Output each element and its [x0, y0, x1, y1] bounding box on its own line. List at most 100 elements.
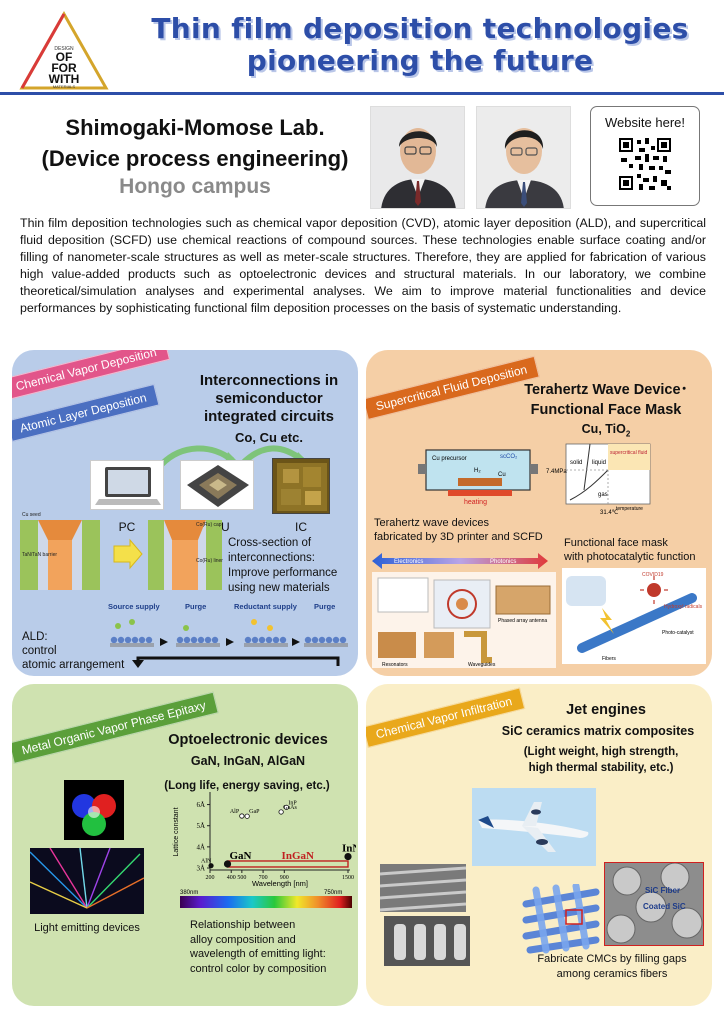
phase-supercritical: supercritical fluid: [610, 450, 647, 456]
light-beams-image: [30, 848, 144, 914]
scfd-heading: Terahertz Wave Device･ Functional Face M…: [506, 380, 706, 420]
micrograph-fibers-image: [380, 864, 466, 912]
logo-for: FOR: [51, 61, 77, 75]
chart-point: [208, 863, 214, 869]
thz-waveguides: Waveguides: [468, 662, 496, 668]
reactor-cu: Cu: [498, 472, 506, 478]
chart-ytick-label: 3Å: [196, 865, 205, 873]
cvd-heading: Interconnections in semiconductor integr…: [184, 372, 354, 426]
chart-point-label: GaP: [249, 809, 260, 815]
spectrum-380: 380nm: [180, 890, 198, 896]
label-coated-sic: Coated SiC: [643, 902, 686, 911]
label-cap: Co(Ru) cap: [196, 522, 222, 528]
scfd-subheading-text: Cu, TiO: [581, 422, 626, 436]
phase-solid: solid: [570, 460, 582, 466]
cvd-heading-line1: Interconnections in: [199, 372, 339, 389]
chart-point-label: InN: [342, 843, 356, 855]
campus-label: Hongo campus: [119, 175, 271, 198]
poster-title-line2: pioneering the future: [246, 44, 594, 77]
lab-name: Shimogaki-Momose Lab. (Device process en…: [20, 112, 370, 174]
chart-point: [278, 809, 284, 815]
chart-xlabel: Wavelength [nm]: [252, 879, 308, 888]
chart-point: [283, 804, 290, 810]
chart-ytick-label: 6Å: [196, 801, 205, 809]
title-divider: [0, 92, 724, 95]
professor-photo-1: [370, 106, 465, 209]
terahertz-caption: Terahertz wave devices fabricated by 3D …: [374, 516, 554, 544]
scfd-panel: Supercritical Fluid Deposition Terahertz…: [366, 350, 712, 676]
woven-fibers-illustration: [522, 884, 600, 954]
chart-xtick-label: 900: [280, 875, 289, 881]
thz-resonators: Resonators: [382, 662, 408, 668]
step-reductant-supply: Reductant supply: [234, 602, 297, 611]
chart-xtick-label: 500: [237, 875, 246, 881]
reactor-medium: scCO₂: [500, 454, 518, 460]
interconnect-cross-section-diagram: Cu seed TaN/TaN barrier Co(Ru) cap Co(Ru…: [20, 512, 223, 590]
cvi-heading: Jet engines: [566, 702, 646, 718]
cvi-caption-line1: Fabricate CMCs by filling gaps: [537, 953, 687, 965]
reactor-heating: heating: [464, 499, 487, 506]
thz-phased-array: Phased array antenna: [498, 618, 547, 624]
reactor-h2: H₂: [474, 468, 481, 474]
label-cu-seed: Cu seed: [22, 512, 41, 518]
chart-xtick-label: 700: [259, 875, 268, 881]
scfd-heading-line1: Terahertz Wave Device･: [524, 382, 688, 398]
mask-covid: COVID19: [642, 572, 664, 578]
chart-point-label: GaAs: [283, 805, 297, 811]
chart-caption: Relationship between alloy composition a…: [190, 918, 358, 976]
chart-point-label: AlP: [230, 809, 240, 815]
airplane-image: [472, 788, 596, 866]
sic-fiber-micrograph: SiC Fiber Coated SiC: [604, 862, 704, 946]
movpe-subheading: GaN, InGaN, AlGaN: [190, 754, 306, 768]
chart-point: [244, 813, 250, 819]
movpe-benefit: (Long life, energy saving, etc.): [164, 780, 330, 792]
led-caption: Light emitting devices: [34, 922, 140, 934]
scfd-subheading-sub: 2: [625, 429, 631, 439]
intro-paragraph: Thin film deposition technologies such a…: [20, 216, 706, 315]
label-sic-fiber: SiC Fiber: [645, 886, 680, 895]
thz-spectrum-arrow: Electronics Photonics: [372, 553, 548, 569]
lab-name-line1: Shimogaki-Momose Lab.: [65, 115, 325, 140]
phase-liquid: liquid: [592, 460, 606, 466]
label-pc: PC: [118, 520, 136, 534]
mask-caption: Functional face mask with photocatalytic…: [564, 536, 708, 564]
mask-caption-line2: with photocatalytic function: [564, 551, 696, 563]
ald-cycle-diagram: [110, 619, 348, 668]
cvd-subheading: Co, Cu etc.: [235, 430, 303, 445]
step-source-supply: Source supply: [108, 602, 160, 611]
phase-pressure: 7.4MPa: [546, 469, 567, 475]
cvi-benefit: (Light weight, high strength, high therm…: [496, 744, 706, 776]
rgb-led-image: [64, 780, 124, 840]
chart-ytick-label: 5Å: [196, 822, 205, 830]
chart-caption-line1: Relationship between: [190, 919, 296, 931]
reactor-precursor: Cu precursor: [432, 456, 467, 462]
photocatalytic-mask-illustration: COVID19 Hydroxyl radicals Photo-catalyst…: [562, 568, 706, 664]
step-purge-2: Purge: [314, 602, 336, 611]
movpe-heading: Optoelectronic devices: [168, 732, 328, 748]
logo-of: OF: [56, 50, 73, 64]
terahertz-caption-line1: Terahertz wave devices: [374, 517, 489, 529]
micrograph-trench-image: [384, 916, 470, 966]
mask-caption-line1: Functional face mask: [564, 537, 668, 549]
poster-title-line1: Thin film deposition technologies: [151, 12, 689, 45]
label-barrier: TaN/TaN barrier: [22, 552, 57, 558]
logo-bottom-text: MATERIALS: [53, 84, 76, 89]
cvi-caption: Fabricate CMCs by filling gaps among cer…: [514, 952, 710, 982]
website-qr-box[interactable]: Website here!: [590, 106, 700, 206]
cvi-benefit-line1: (Light weight, high strength,: [523, 746, 679, 758]
phase-gas: gas: [598, 492, 608, 498]
label-ic: IC: [295, 520, 307, 534]
cvd-ald-panel: Chemical Vapor Deposition Atomic Layer D…: [12, 350, 358, 676]
cross-section-text: Cross-section of interconnections: Impro…: [228, 537, 338, 594]
ald-note-line2: control: [22, 645, 57, 657]
chart-point-label: GaN: [230, 850, 252, 862]
mask-fibers: Fibers: [602, 656, 616, 662]
qr-code-icon[interactable]: [617, 136, 673, 192]
lab-name-line2: (Device process engineering): [41, 146, 349, 171]
cvd-heading-line2: semiconductor: [215, 390, 323, 407]
mask-radicals: Hydroxyl radicals: [664, 604, 703, 610]
ic-image: [272, 458, 330, 514]
mask-photocatalyst: Photo-catalyst: [662, 630, 694, 636]
website-label: Website here!: [605, 115, 685, 130]
thz-devices-illustration: Resonators Waveguides Phased array anten…: [372, 572, 556, 668]
